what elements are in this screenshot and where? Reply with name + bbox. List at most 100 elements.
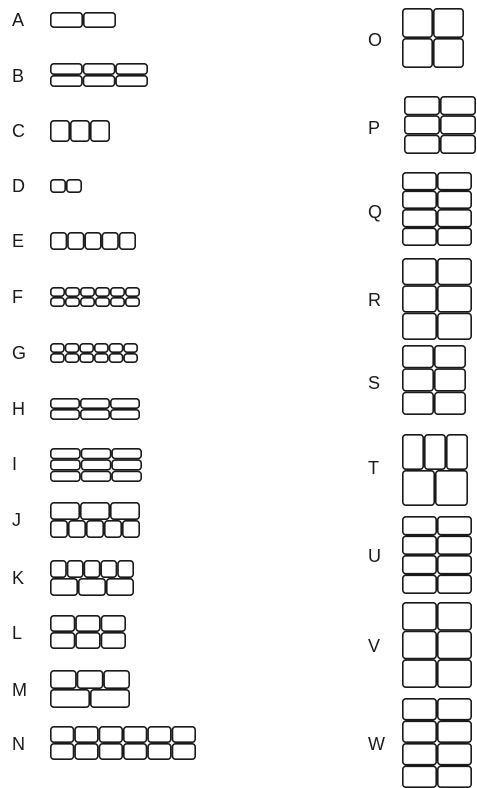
- cell-b-r0-c2: [116, 64, 147, 74]
- cell-pattern-h: [51, 399, 139, 419]
- cell-f-r0-c0: [51, 288, 64, 296]
- pattern-label-u: U: [368, 547, 381, 565]
- cell-b-r1-c1: [84, 76, 115, 86]
- pattern-label-m: M: [12, 681, 27, 699]
- cell-pattern-p: [405, 97, 475, 153]
- cell-w-r1-c1: [438, 721, 471, 742]
- cell-j-r1-c2: [87, 521, 103, 537]
- cell-i-r1-c1: [82, 460, 111, 470]
- cell-pattern-t: [403, 435, 467, 505]
- cell-w-r3-c0: [403, 766, 436, 787]
- cell-u-r1-c1: [438, 536, 471, 554]
- pattern-label-q: Q: [368, 203, 382, 221]
- cell-l-r1-c2: [102, 633, 126, 648]
- cell-l-r1-c0: [51, 633, 75, 648]
- cell-p-r1-c1: [441, 116, 475, 134]
- cell-n-r0-c0: [51, 727, 74, 742]
- cell-w-r0-c1: [438, 699, 471, 720]
- cell-g-r1-c0: [51, 354, 64, 362]
- cell-o-r1-c1: [434, 39, 463, 67]
- cell-f-r1-c3: [96, 298, 109, 306]
- cell-i-r2-c2: [112, 472, 141, 482]
- cell-h-r0-c1: [81, 399, 109, 408]
- cell-pattern-a: [51, 13, 115, 27]
- cell-f-r1-c2: [81, 298, 94, 306]
- cell-k-r0-c1: [68, 561, 83, 577]
- pattern-label-s: S: [368, 374, 380, 392]
- cell-q-r1-c1: [438, 191, 471, 208]
- cell-r-r0-c1: [438, 259, 471, 285]
- cell-g-r0-c4: [110, 344, 123, 352]
- cell-g-r1-c3: [95, 354, 108, 362]
- cell-pattern-u: [403, 517, 471, 593]
- pattern-label-v: V: [368, 637, 380, 655]
- cell-n-r1-c2: [100, 744, 123, 759]
- cell-v-r0-c1: [438, 603, 471, 630]
- cell-k-r0-c4: [118, 561, 133, 577]
- cell-f-r1-c0: [51, 298, 64, 306]
- cell-h-r1-c0: [51, 410, 79, 419]
- cell-k-r0-c0: [51, 561, 66, 577]
- cell-n-r1-c5: [173, 744, 196, 759]
- cell-q-r2-c0: [403, 210, 436, 227]
- cell-pattern-e: [51, 233, 135, 249]
- cell-m-r0-c0: [51, 671, 76, 688]
- cell-pattern-i: [51, 449, 141, 481]
- cell-v-r2-c1: [438, 660, 471, 687]
- cell-j-r1-c3: [105, 521, 121, 537]
- cell-q-r2-c1: [438, 210, 471, 227]
- cell-g-r0-c1: [66, 344, 79, 352]
- cell-b-r1-c0: [51, 76, 82, 86]
- cell-s-r2-c0: [403, 393, 433, 415]
- cell-j-r1-c1: [69, 521, 85, 537]
- cell-l-r0-c0: [51, 616, 75, 631]
- cell-m-r1-c0: [51, 690, 89, 707]
- cell-e-r0-c2: [85, 233, 101, 249]
- cell-b-r1-c2: [116, 76, 147, 86]
- cell-s-r2-c1: [435, 393, 465, 415]
- cell-s-r0-c0: [403, 346, 433, 368]
- cell-s-r1-c0: [403, 369, 433, 391]
- cell-o-r0-c1: [434, 9, 463, 37]
- cell-t-r0-c1: [425, 435, 445, 469]
- cell-g-r0-c0: [51, 344, 64, 352]
- cell-pattern-l: [51, 616, 125, 648]
- cell-k-r1-c1: [79, 579, 105, 595]
- cell-j-r0-c0: [51, 503, 79, 519]
- cell-n-r1-c3: [124, 744, 147, 759]
- cell-u-r1-c0: [403, 536, 436, 554]
- cell-q-r3-c0: [403, 228, 436, 245]
- cell-i-r0-c2: [112, 449, 141, 459]
- cell-f-r0-c4: [111, 288, 124, 296]
- pattern-label-f: F: [12, 288, 23, 306]
- cell-w-r0-c0: [403, 699, 436, 720]
- cell-e-r0-c4: [120, 233, 136, 249]
- cell-r-r2-c1: [438, 314, 471, 340]
- cell-v-r0-c0: [403, 603, 436, 630]
- cell-pattern-r: [403, 259, 471, 339]
- cell-r-r1-c1: [438, 286, 471, 312]
- cell-o-r1-c0: [403, 39, 432, 67]
- cell-c-r0-c1: [71, 121, 89, 141]
- cell-m-r0-c2: [104, 671, 129, 688]
- cell-i-r2-c0: [51, 472, 80, 482]
- cell-pattern-m: [51, 671, 129, 707]
- pattern-label-r: R: [368, 291, 381, 309]
- cell-u-r3-c0: [403, 575, 436, 593]
- cell-pattern-v: [403, 603, 471, 687]
- cell-q-r1-c0: [403, 191, 436, 208]
- cell-e-r0-c3: [102, 233, 118, 249]
- cell-v-r2-c0: [403, 660, 436, 687]
- cell-f-r0-c1: [66, 288, 79, 296]
- cell-r-r2-c0: [403, 314, 436, 340]
- cell-s-r1-c1: [435, 369, 465, 391]
- cell-k-r0-c3: [101, 561, 116, 577]
- pattern-label-w: W: [368, 735, 385, 753]
- cell-g-r1-c1: [66, 354, 79, 362]
- pattern-label-h: H: [12, 400, 25, 418]
- pattern-label-k: K: [12, 569, 24, 587]
- cell-n-r0-c4: [148, 727, 171, 742]
- cell-d-r0-c0: [51, 180, 65, 192]
